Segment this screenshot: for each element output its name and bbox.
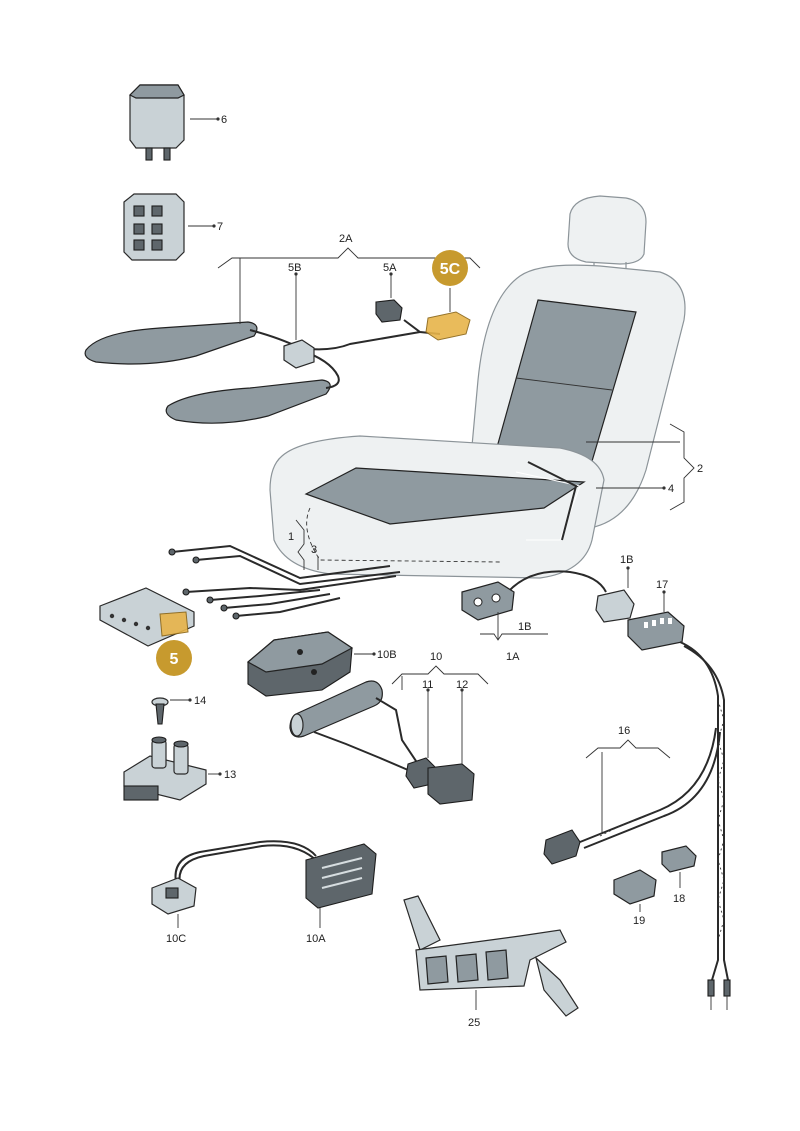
label-7: 7 — [217, 221, 223, 233]
harness-1B[interactable] — [461, 566, 635, 623]
harness-10C-10A[interactable] — [151, 840, 377, 928]
connector-block-5[interactable] — [99, 587, 195, 647]
heater-mat-cushion-2A[interactable] — [84, 258, 331, 424]
badge-5C-text: 5C — [440, 261, 461, 278]
label-1: 1 — [288, 531, 294, 543]
label-2: 2 — [697, 463, 703, 475]
label-4: 4 — [668, 483, 674, 495]
bracket-2 — [586, 423, 695, 511]
label-1B-bottom: 1B — [518, 621, 531, 633]
leader-4 — [596, 486, 666, 490]
heater-element-10[interactable] — [289, 680, 475, 805]
label-12: 12 — [456, 679, 468, 691]
badge-5[interactable]: 5 — [156, 640, 192, 676]
label-2A: 2A — [339, 233, 353, 245]
label-18: 18 — [673, 893, 685, 905]
label-17: 17 — [656, 579, 668, 591]
connector-19[interactable] — [613, 869, 657, 912]
label-10: 10 — [430, 651, 442, 663]
bracket-2A — [217, 247, 481, 269]
harness-17[interactable] — [627, 590, 731, 1010]
connector-5C[interactable] — [425, 288, 471, 341]
connector-5A[interactable] — [375, 272, 403, 323]
badge-5-text: 5 — [170, 651, 179, 668]
connector-18[interactable] — [661, 845, 697, 888]
label-10C: 10C — [166, 933, 186, 945]
label-10B: 10B — [377, 649, 397, 661]
label-1B-top: 1B — [620, 554, 633, 566]
label-6: 6 — [221, 114, 227, 126]
bracket-1 — [295, 519, 305, 570]
label-14: 14 — [194, 695, 206, 707]
label-10A: 10A — [306, 933, 326, 945]
holder-25[interactable] — [403, 895, 579, 1017]
bracket-part-10B[interactable] — [246, 631, 376, 697]
relay-socket-7[interactable] — [123, 193, 216, 261]
connector-5B[interactable] — [283, 272, 315, 369]
relay-6[interactable] — [128, 84, 220, 161]
screw-14[interactable] — [151, 697, 192, 725]
label-19: 19 — [633, 915, 645, 927]
label-13: 13 — [224, 769, 236, 781]
seat[interactable] — [269, 195, 686, 579]
bracket-10 — [391, 665, 489, 690]
seat-wires — [168, 544, 401, 620]
label-25: 25 — [468, 1017, 480, 1029]
bracket-1A-1B — [480, 612, 548, 641]
sensor-13[interactable] — [123, 736, 222, 801]
label-1A: 1A — [506, 651, 520, 663]
heater-harness-2A — [249, 319, 441, 389]
badge-5C[interactable]: 5C — [432, 250, 468, 286]
label-16: 16 — [618, 725, 630, 737]
harness-16[interactable] — [543, 727, 721, 865]
label-11: 11 — [422, 679, 433, 691]
label-5A: 5A — [383, 262, 397, 274]
label-3: 3 — [311, 544, 317, 556]
label-5B: 5B — [288, 262, 301, 274]
